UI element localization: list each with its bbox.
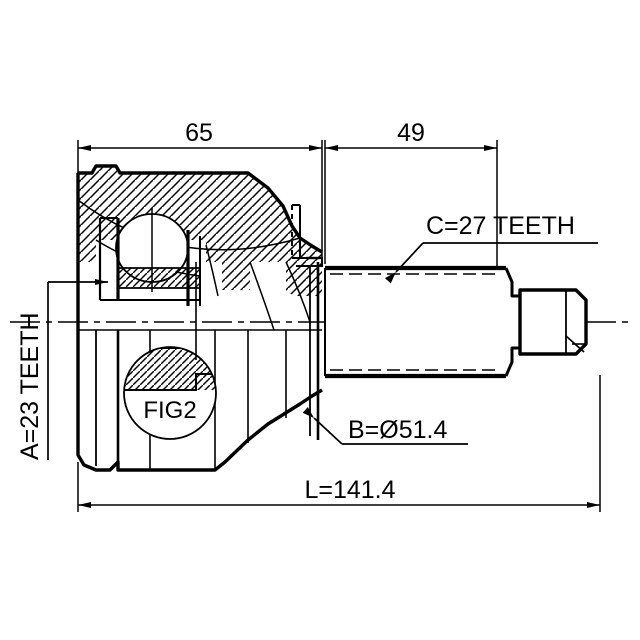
retainer-flange — [291, 204, 323, 267]
spline-c-label: C=27 TEETH — [426, 212, 575, 240]
dimension-65-label: 65 — [185, 119, 213, 147]
dimension-49: 49 — [324, 119, 498, 270]
spline-a-annotation: A=23 TEETH — [16, 279, 108, 460]
diameter-b-label: B=Ø51.4 — [348, 416, 447, 444]
dimension-overall-length: L=141.4 — [77, 375, 601, 512]
dimension-49-label: 49 — [397, 119, 425, 147]
dimension-65: 65 — [77, 119, 323, 258]
output-shaft — [309, 262, 588, 440]
overall-length-label: L=141.4 — [304, 476, 395, 504]
diameter-b-annotation: B=Ø51.4 — [302, 406, 468, 445]
fig2-label: FIG2 — [143, 397, 196, 424]
spline-a-label: A=23 TEETH — [16, 312, 44, 460]
spline-c-annotation: C=27 TEETH — [384, 212, 598, 284]
ball-bearing-detail — [98, 208, 201, 306]
